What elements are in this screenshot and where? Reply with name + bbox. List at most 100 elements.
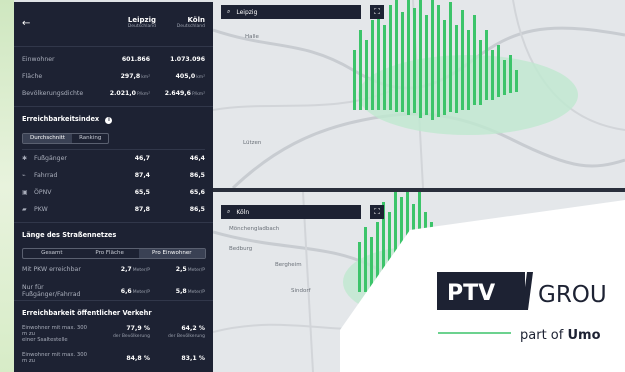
reach-label: Fußgänger bbox=[34, 155, 67, 162]
info-icon[interactable]: i bbox=[105, 117, 113, 124]
transit-left-value: 84,8 % bbox=[126, 354, 150, 362]
reach-right-value: 86,5 bbox=[189, 206, 205, 213]
city-right-country: Deutschland bbox=[176, 24, 205, 29]
comparison-sidebar: ← Leipzig Deutschland Köln Deutschland E… bbox=[14, 2, 213, 372]
stat-left-unit: km² bbox=[141, 75, 150, 80]
stat-right-value: 2.649,6 bbox=[164, 90, 191, 97]
bus-icon: ▣ bbox=[22, 189, 28, 196]
map-base-leipzig bbox=[213, 0, 625, 188]
roads-right-unit: Meter/P bbox=[187, 289, 205, 295]
reach-row: ▰ PKW 87,8 86,5 bbox=[22, 206, 205, 213]
place-label: Bedburg bbox=[229, 246, 253, 252]
roads-left-value: 2,7 bbox=[120, 266, 132, 273]
tab-pro-einwohner[interactable]: Pro Einwohner bbox=[138, 249, 205, 258]
city-right-header: Köln Deutschland bbox=[160, 16, 205, 29]
bicycle-icon: ⌁ bbox=[22, 172, 26, 179]
stat-right-value: 405,0 bbox=[175, 73, 196, 80]
reach-label: ÖPNV bbox=[34, 189, 52, 196]
search-icon: ⌕ bbox=[227, 208, 231, 215]
roads-left-unit: Meter/P bbox=[132, 268, 150, 273]
place-label: Mönchengladbach bbox=[229, 226, 280, 232]
transit-right-value: 83,1 % bbox=[181, 354, 205, 362]
transit-right-sub: der Bevölkerung bbox=[167, 334, 205, 339]
reach-left-value: 46,7 bbox=[134, 155, 150, 162]
city-right-name: Köln bbox=[187, 16, 206, 24]
tab-ranking[interactable]: Ranking bbox=[79, 135, 102, 141]
divider bbox=[14, 222, 213, 223]
transit-label: Einwohner mit max. 300 m zu bbox=[22, 325, 87, 337]
stat-label: Fläche bbox=[22, 73, 43, 80]
divider bbox=[14, 46, 213, 47]
city-left-country: Deutschland bbox=[127, 24, 156, 29]
stat-row: Bevölkerungsdichte 2.021,0P/km² 2.649,6P… bbox=[22, 90, 205, 97]
map-view-koeln[interactable]: Mönchengladbach Bergheim Bedburg Sindorf… bbox=[213, 192, 625, 372]
divider bbox=[14, 106, 213, 107]
roads-left-unit: Meter/P bbox=[132, 289, 150, 295]
tab-durchschnitt[interactable]: Durchschnitt bbox=[23, 134, 73, 143]
city-left-header: Leipzig Deutschland bbox=[104, 16, 156, 29]
reach-tabs: Durchschnitt Ranking bbox=[22, 133, 110, 144]
background-strip bbox=[0, 0, 14, 372]
expand-icon[interactable]: ⛶ bbox=[370, 205, 384, 219]
divider bbox=[22, 149, 205, 150]
transit-row: Einwohner mit max. 300 m zu 84,8 % 83,1 … bbox=[22, 352, 205, 364]
stat-label: Einwohner bbox=[22, 56, 55, 63]
roads-row: Mit PKW erreichbar 2,7Meter/P 2,5Meter/P bbox=[22, 266, 205, 273]
tab-pro-flaeche[interactable]: Pro Fläche bbox=[95, 250, 124, 256]
reach-left-value: 65,5 bbox=[134, 189, 150, 196]
roads-left-value: 6,6 bbox=[120, 287, 132, 295]
roads-tabs: Gesamt Pro Fläche Pro Einwohner bbox=[22, 248, 206, 259]
search-value: Köln bbox=[236, 208, 250, 216]
map-split-divider bbox=[213, 188, 625, 192]
reach-right-value: 65,6 bbox=[189, 189, 205, 196]
map-view-leipzig[interactable]: Halle Lützen ⌕ Leipzig ⛶ bbox=[213, 0, 625, 188]
transit-left-sub: der Bevölkerung bbox=[112, 334, 150, 339]
reach-right-value: 86,5 bbox=[189, 172, 205, 179]
stat-left-unit: P/km² bbox=[136, 92, 150, 97]
transit-left-value: 77,9 % bbox=[126, 325, 150, 332]
roads-section-title: Länge des Straßennetzes bbox=[22, 231, 117, 239]
reach-row: ▣ ÖPNV 65,5 65,6 bbox=[22, 189, 205, 196]
stat-left-value: 601.866 bbox=[121, 56, 150, 63]
car-icon: ▰ bbox=[22, 206, 27, 213]
roads-label: Nur für Fußgänger/Fahrrad bbox=[22, 284, 81, 298]
transit-row: Einwohner mit max. 300 m zu einer Ssalte… bbox=[22, 325, 205, 343]
tab-gesamt[interactable]: Gesamt bbox=[41, 250, 63, 256]
roads-right-value: 5,8 bbox=[175, 287, 187, 295]
reach-title-text: Erreichbarkeitsindex bbox=[22, 115, 100, 123]
stat-left-value: 297,8 bbox=[120, 73, 141, 80]
reach-row: ✱ Fußgänger 46,7 46,4 bbox=[22, 155, 205, 162]
stat-row: Einwohner 601.866 1.073.096 bbox=[22, 56, 205, 63]
search-icon: ⌕ bbox=[227, 8, 231, 15]
stat-label: Bevölkerungsdichte bbox=[22, 90, 84, 97]
reach-left-value: 87,4 bbox=[134, 172, 150, 179]
pedestrian-icon: ✱ bbox=[22, 155, 28, 162]
stat-right-value: 1.073.096 bbox=[170, 56, 205, 63]
stat-left-value: 2.021,0 bbox=[109, 90, 136, 97]
stat-right-unit: P/km² bbox=[191, 92, 205, 97]
transit-right-value: 64,2 % bbox=[181, 325, 205, 332]
search-value: Leipzig bbox=[236, 8, 258, 16]
expand-icon[interactable]: ⛶ bbox=[370, 5, 384, 19]
reach-right-value: 46,4 bbox=[189, 155, 205, 162]
place-label: Lützen bbox=[243, 140, 262, 146]
transit-section-title: Erreichbarkeit öffentlicher Verkehr bbox=[22, 309, 152, 317]
roads-right-value: 2,5 bbox=[175, 266, 187, 273]
roads-right-unit: Meter/P bbox=[187, 268, 205, 273]
transit-label-2: einer Ssaltestelle bbox=[22, 337, 68, 343]
reach-section-title: Erreichbarkeitsindex i bbox=[22, 115, 113, 124]
city-left-name: Leipzig bbox=[127, 16, 156, 24]
search-input-top[interactable]: ⌕ Leipzig bbox=[221, 5, 361, 19]
stat-row: Fläche 297,8km² 405,0km² bbox=[22, 73, 205, 80]
map-base-koeln bbox=[213, 192, 625, 372]
place-label: Halle bbox=[245, 34, 259, 40]
divider bbox=[14, 300, 213, 301]
stat-right-unit: km² bbox=[196, 75, 205, 80]
reach-label: Fahrrad bbox=[34, 172, 58, 179]
reach-label: PKW bbox=[34, 206, 48, 213]
arrow-left-icon[interactable]: ← bbox=[22, 18, 31, 29]
place-label: Sindorf bbox=[291, 288, 311, 294]
search-input-bottom[interactable]: ⌕ Köln bbox=[221, 205, 361, 219]
reach-left-value: 87,8 bbox=[134, 206, 150, 213]
